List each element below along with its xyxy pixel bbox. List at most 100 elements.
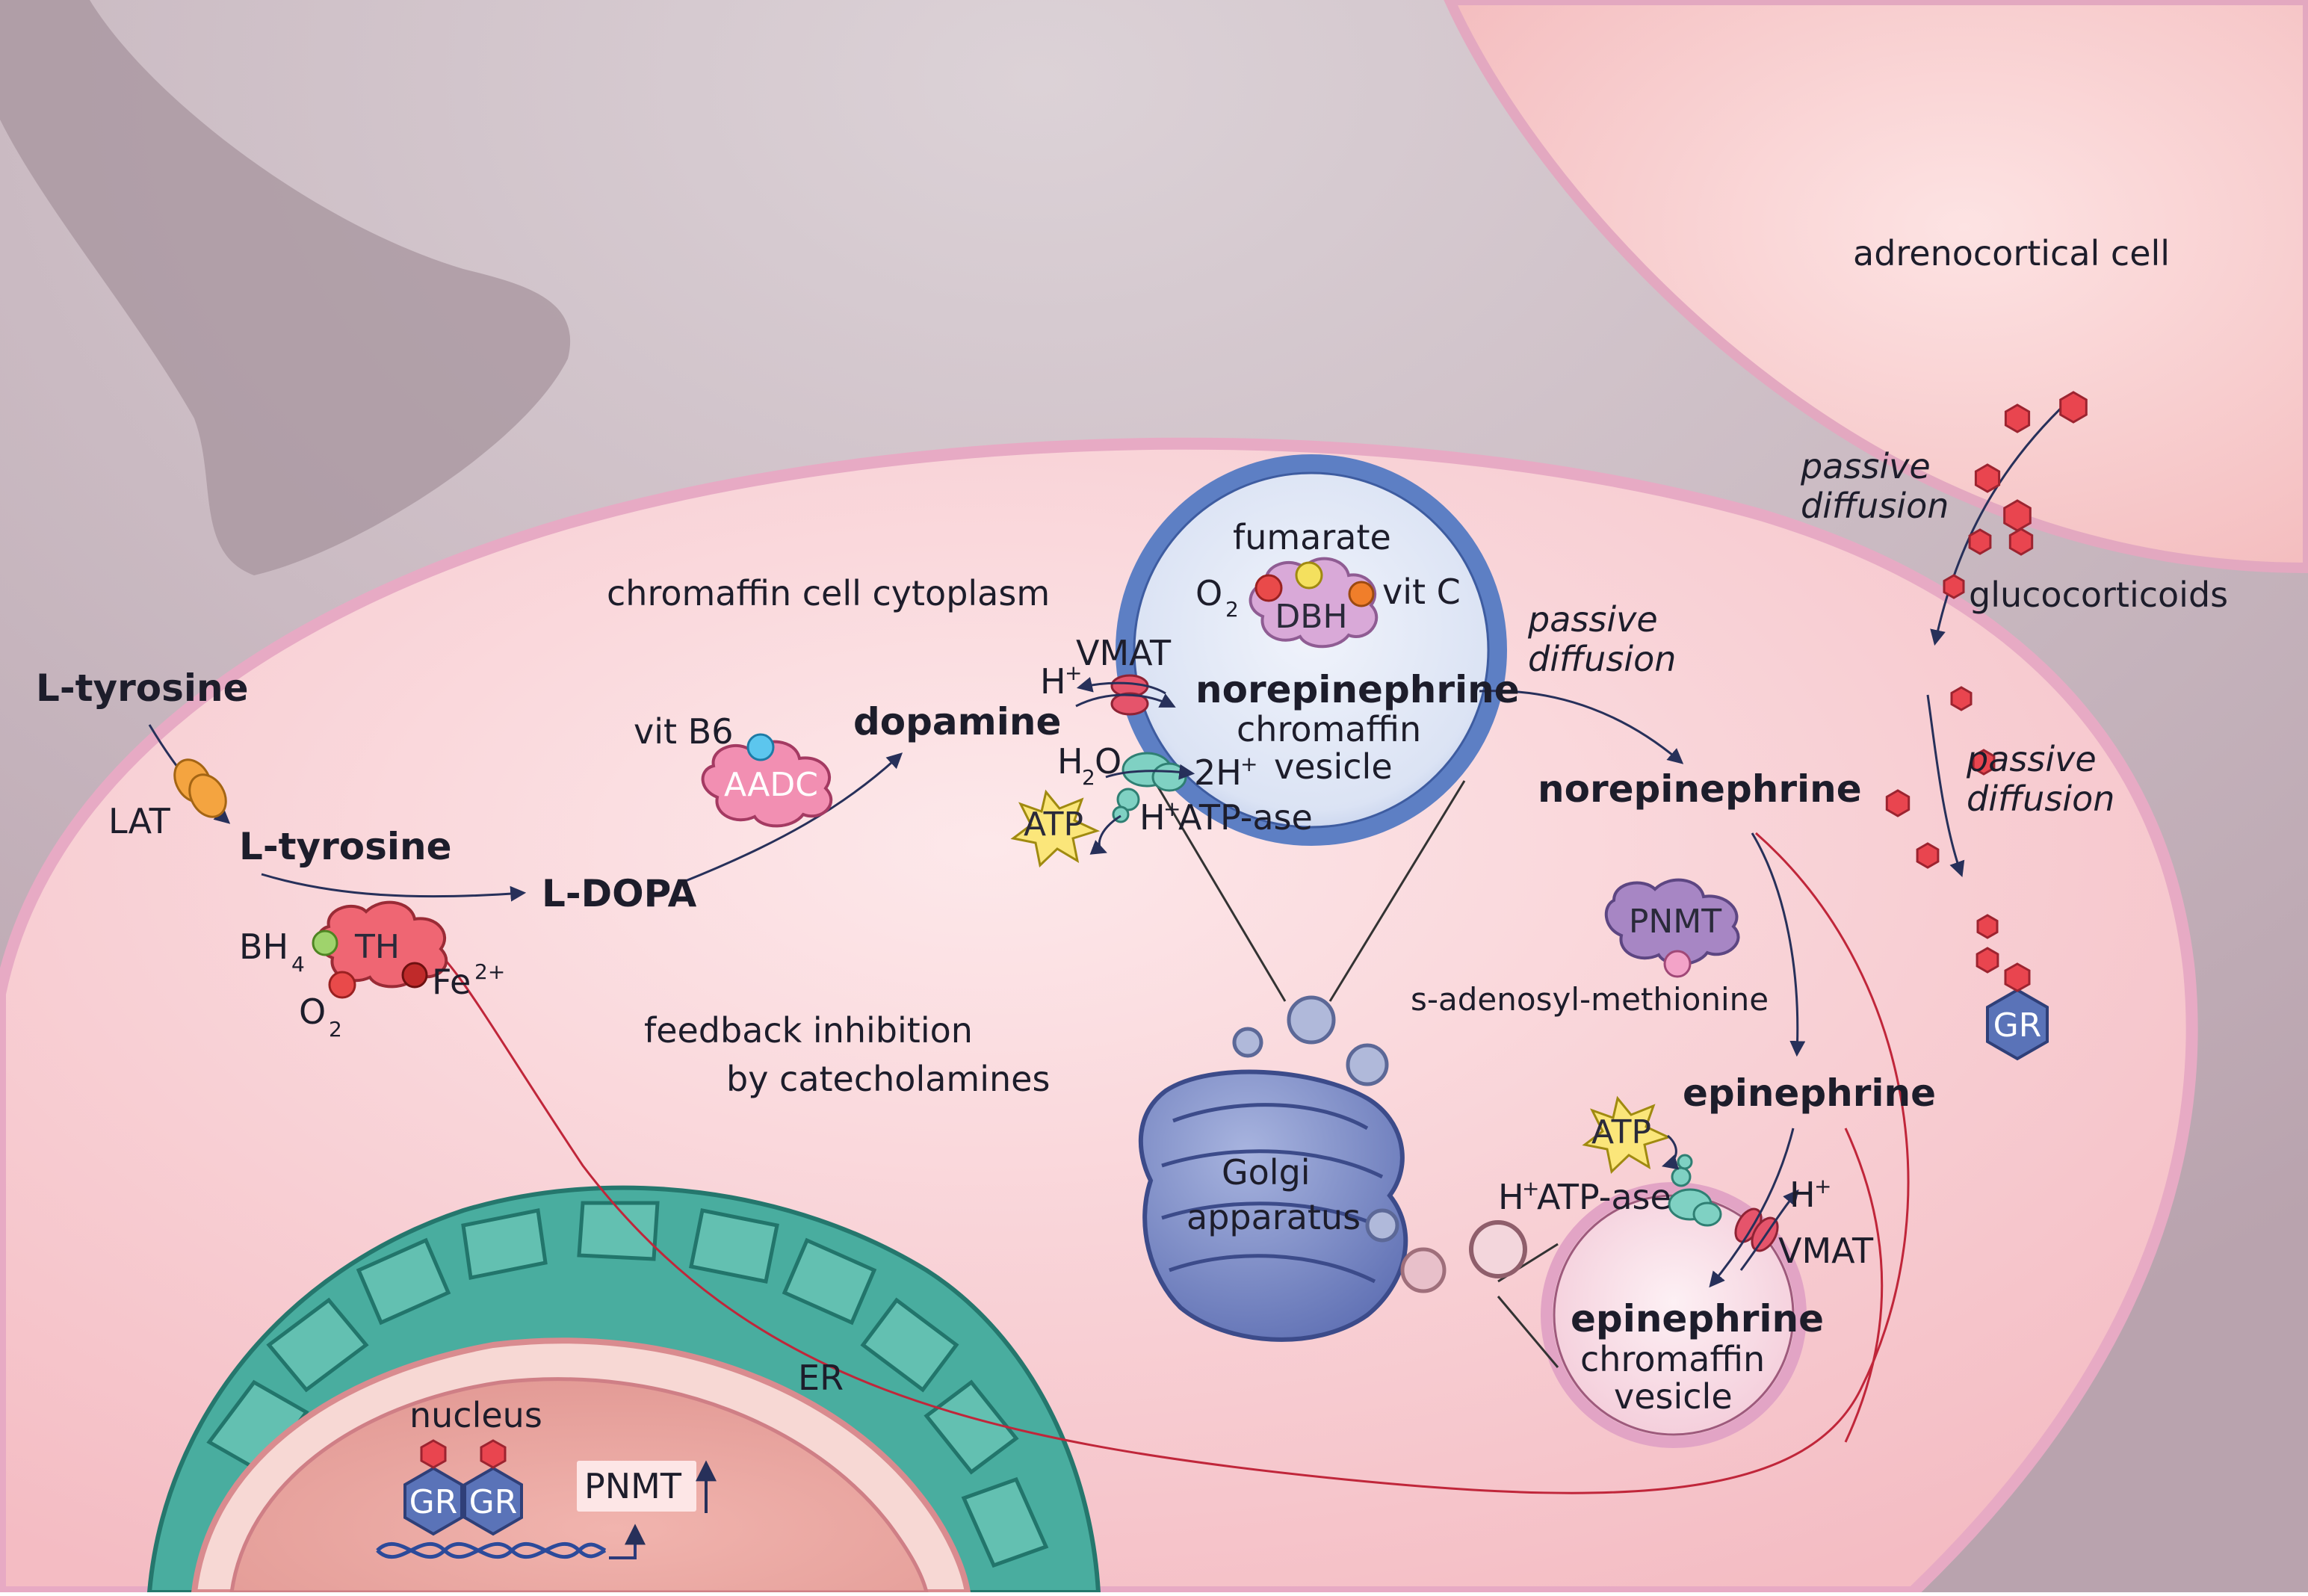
atp-hydrolysis-arrow-bottom: [1661, 1134, 1680, 1170]
gr-cytoplasm: [1986, 962, 2049, 1061]
glucocorticoid-diffusion-arrow-1: [1930, 398, 2071, 646]
label-l-dopa: L-DOPA: [542, 872, 697, 915]
label-h-atpase-bottom-h: H: [1498, 1177, 1524, 1217]
label-o2-dbh: O: [1195, 573, 1222, 613]
label-epi-vesicle-2: chromaffin: [1580, 1339, 1765, 1379]
ne-diffusion-arrow: [1479, 690, 1684, 764]
label-th: TH: [354, 928, 400, 966]
glucocorticoid-molecule: [2003, 499, 2032, 532]
label-vit-b6: vit B6: [634, 711, 734, 752]
label-pnmt-enzyme: PNMT: [1629, 903, 1721, 941]
label-h-plus-bottom: H: [1789, 1175, 1816, 1215]
glucocorticoid-molecule: [2008, 528, 2034, 556]
label-adrenocortical-cell: adrenocortical cell: [1853, 233, 2170, 273]
glucocorticoid-molecule: [1968, 528, 1992, 555]
gene-promoter-arrow: [609, 1524, 646, 1559]
label-o2-th: O: [299, 992, 326, 1032]
tyrosine-to-ldopa-arrow: [261, 873, 527, 902]
label-sam: s-adenosyl-methionine: [1411, 981, 1769, 1018]
label-golgi-1: Golgi: [1222, 1152, 1311, 1193]
glucocorticoid-molecule: [2004, 403, 2031, 433]
label-h2o-sub: 2: [1082, 765, 1095, 790]
label-ne-vesicle-1: norepinephrine: [1195, 668, 1520, 711]
label-glucocorticoids: glucocorticoids: [1969, 575, 2228, 615]
atp-star-bottom: [1582, 1095, 1672, 1174]
label-gr-nucleus-2: GR: [469, 1483, 518, 1521]
label-h-atpase-bottom-sup: +: [1522, 1176, 1539, 1201]
label-two-h: 2H: [1194, 752, 1242, 793]
label-aadc: AADC: [724, 766, 818, 804]
label-h-atpase-bottom: ATP-ase: [1537, 1177, 1671, 1217]
label-passive-diffusion-3a: passive: [1527, 599, 1658, 640]
label-o2-th-sub: 2: [329, 1017, 342, 1042]
epi-feedback-line: [1844, 1128, 1884, 1443]
glucocorticoid-molecule: [1974, 463, 2001, 493]
glucocorticoid-molecule: [1885, 789, 1911, 817]
vmat-h-out-arrow: [1739, 1189, 1799, 1271]
label-passive-diffusion-1a: passive: [1800, 446, 1931, 486]
label-l-tyrosine-outside: L-tyrosine: [36, 666, 249, 710]
label-golgi-2: apparatus: [1187, 1197, 1361, 1237]
h-atpase-bottom: [1668, 1154, 1722, 1227]
h2o-split-arrow: [1105, 764, 1195, 780]
feedback-inhibition-line: [373, 832, 1910, 1494]
dbh-enzyme: [1249, 557, 1379, 649]
glucocorticoid-molecule: [1916, 842, 1940, 869]
ne-to-epi-arrow: [1751, 832, 1806, 1057]
glucocorticoid-molecule: [1972, 749, 1996, 776]
label-dbh: DBH: [1275, 598, 1347, 636]
label-feedback-1: feedback inhibition: [644, 1010, 973, 1051]
pnmt-gene-box: [577, 1461, 696, 1512]
label-passive-diffusion-3b: diffusion: [1528, 639, 1676, 679]
label-passive-diffusion-1b: diffusion: [1801, 486, 1949, 526]
glucocorticoid-molecule: [1950, 686, 1973, 711]
label-vmat-bottom: VMAT: [1778, 1231, 1874, 1271]
gr-dimer: [403, 1439, 523, 1536]
glucocorticoid-molecule: [1976, 947, 1999, 974]
vmat-ne-arrow: [1075, 693, 1176, 708]
label-fe2-sup: 2+: [474, 959, 505, 984]
label-gr-cytoplasm: GR: [1993, 1006, 2042, 1045]
label-pnmt-gene: PNMT: [584, 1466, 682, 1506]
label-h-atpase-top: ATP-ase: [1178, 797, 1313, 838]
label-fumarate: fumarate: [1233, 517, 1391, 557]
label-ne-vesicle-2: chromaffin: [1237, 709, 1421, 749]
adrenocortical-cell: [1444, 0, 2308, 574]
label-h-atpase-top-sup: +: [1163, 797, 1181, 821]
label-nucleus: nucleus: [409, 1395, 542, 1435]
glucocorticoid-molecules: [1885, 391, 2088, 974]
label-o2-dbh-sub: 2: [1225, 597, 1239, 622]
ne-vesicle-zoom-lines: [1153, 780, 1466, 1002]
label-h-plus-top-sup: +: [1065, 661, 1082, 685]
label-h2o-o: O: [1095, 741, 1121, 782]
golgi-vesicles: [1232, 995, 1447, 1293]
label-h-atpase-top-h: H: [1139, 797, 1166, 838]
label-feedback-2: by catecholamines: [726, 1059, 1050, 1099]
label-vmat-top: VMAT: [1076, 633, 1172, 673]
label-ne-vesicle-3: vesicle: [1274, 746, 1393, 787]
golgi-apparatus: [1138, 1069, 1408, 1342]
label-passive-diffusion-2a: passive: [1966, 739, 2097, 779]
atp-hydrolysis-arrow-top: [1089, 814, 1121, 855]
label-two-h-sup: +: [1240, 752, 1257, 776]
label-epi-vesicle-3: vesicle: [1614, 1376, 1733, 1417]
ne-chromaffin-vesicle: [1116, 454, 1507, 846]
dna-helix: [376, 1541, 607, 1559]
label-lat: LAT: [108, 801, 171, 841]
small-vesicle: [1469, 1220, 1527, 1278]
glucocorticoid-diffusion-arrow-2: [1926, 694, 1965, 877]
glucocorticoid-molecule: [1943, 574, 1965, 599]
label-norepinephrine-cytoplasm: norepinephrine: [1538, 767, 1862, 811]
label-er: ER: [798, 1358, 844, 1398]
aadc-enzyme: [701, 733, 833, 828]
atp-star-top: [1010, 789, 1101, 867]
label-bh4: BH: [239, 927, 288, 967]
nucleus: [191, 1337, 971, 1595]
lat-transporter: [173, 758, 227, 818]
vmat-h-arrow: [1076, 677, 1166, 695]
label-vit-c: vit C: [1382, 572, 1461, 612]
label-fe2: Fe: [432, 962, 471, 1002]
label-passive-diffusion-2b: diffusion: [1967, 779, 2114, 819]
label-atp-bottom: ATP: [1591, 1113, 1651, 1151]
